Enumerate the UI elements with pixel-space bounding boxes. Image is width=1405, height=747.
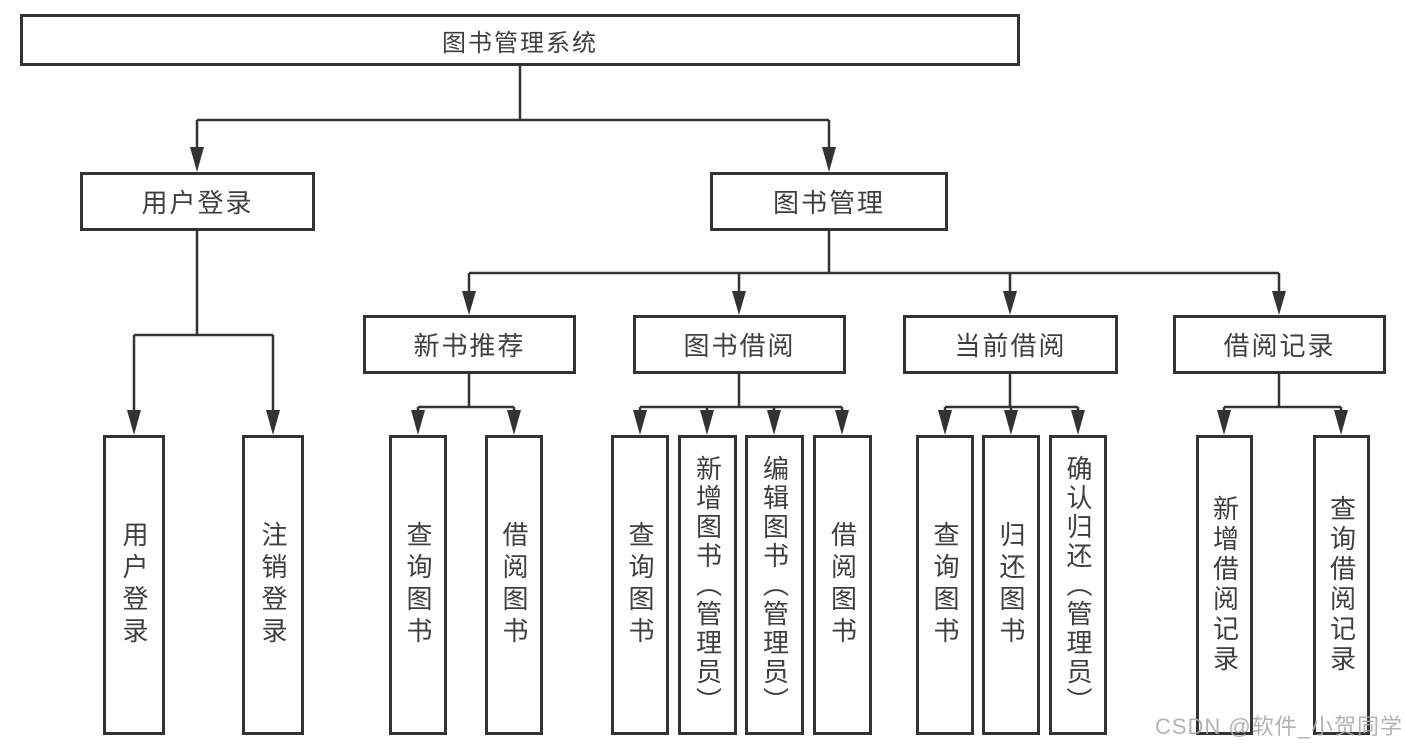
leaf-current-return-books: 归还图书: [982, 435, 1040, 735]
csdn-watermark: CSDN @软件_小贺同学: [1154, 714, 1403, 739]
arrowhead-book-mgmt: [822, 147, 836, 172]
leaf-newbook-query-books: 查询图书: [389, 435, 447, 735]
node-current-borrow: 当前借阅: [903, 315, 1118, 374]
arrowhead-bb-edit: [767, 410, 781, 435]
leaf-borrow-add-books-admin: 新增图书（管理员）: [678, 435, 737, 735]
arrowhead-br-add: [1217, 410, 1231, 435]
node-new-book-recommend: 新书推荐: [363, 315, 576, 374]
node-book-management: 图书管理: [710, 172, 948, 231]
arrowhead-current-borrow: [1003, 291, 1017, 315]
arrowhead-cb-query: [938, 410, 952, 435]
arrowhead-bb-add: [700, 410, 714, 435]
node-user-login: 用户登录: [80, 172, 315, 231]
arrowhead-nb-borrow: [507, 410, 521, 435]
node-root: 图书管理系统: [20, 14, 1020, 66]
arrowhead-bb-borrow: [835, 410, 849, 435]
arrowhead-leaf-user-login: [127, 410, 141, 435]
arrowhead-book-borrow: [732, 291, 746, 315]
leaf-current-query-books: 查询图书: [916, 435, 974, 735]
leaf-borrow-query-books: 查询图书: [611, 435, 669, 735]
leaf-logout: 注销登录: [242, 435, 304, 735]
leaf-newbook-borrow-books: 借阅图书: [485, 435, 543, 735]
arrowhead-new-book-rec: [462, 291, 476, 315]
arrowhead-cb-confirm: [1071, 410, 1085, 435]
node-borrow-records: 借阅记录: [1173, 315, 1386, 374]
arrowhead-nb-query: [411, 410, 425, 435]
leaf-records-add-record: 新增借阅记录: [1196, 435, 1253, 735]
arrowhead-bb-query: [633, 410, 647, 435]
leaf-user-login: 用户登录: [103, 435, 165, 735]
arrowhead-leaf-logout: [266, 410, 280, 435]
leaf-borrow-edit-books-admin: 编辑图书（管理员）: [745, 435, 804, 735]
arrowhead-user-login: [190, 147, 204, 172]
arrowhead-br-query: [1334, 410, 1348, 435]
leaf-records-query-record: 查询借阅记录: [1313, 435, 1370, 735]
leaf-current-confirm-return-admin: 确认归还（管理员）: [1049, 435, 1107, 735]
arrowhead-cb-return: [1004, 410, 1018, 435]
arrowhead-borrow-records: [1272, 291, 1286, 315]
leaf-borrow-borrow-books: 借阅图书: [813, 435, 872, 735]
node-book-borrow: 图书借阅: [633, 315, 846, 374]
